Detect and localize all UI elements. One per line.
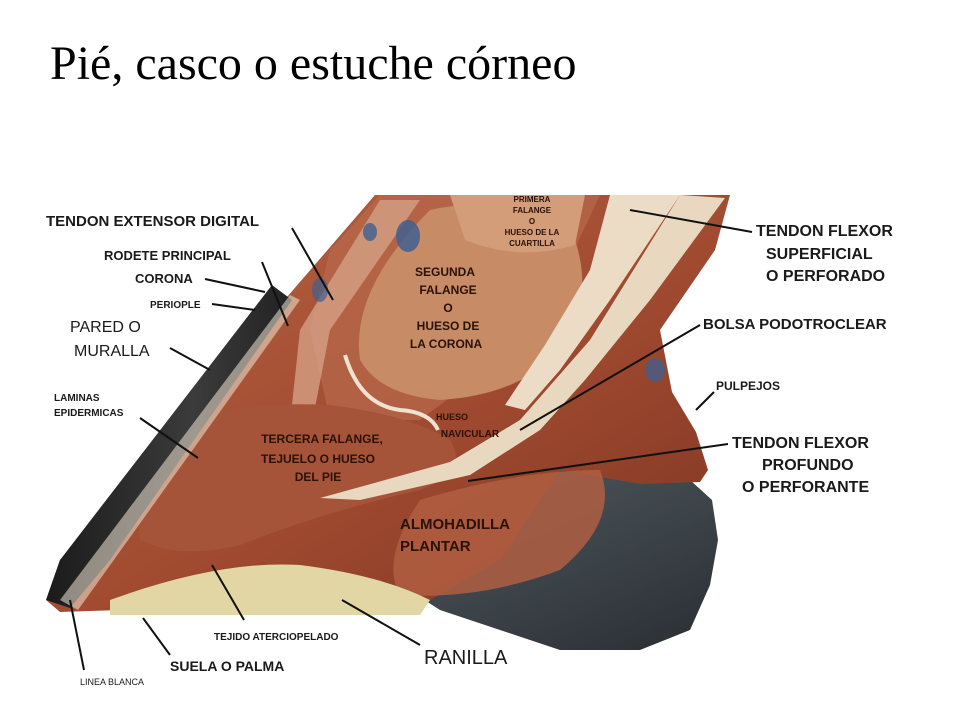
label-tercera-3: DEL PIE: [295, 470, 341, 484]
pointer-ranilla: [341, 599, 421, 646]
label-flexor-prof-1: TENDON FLEXOR: [732, 435, 869, 452]
third-phalanx-shape: [137, 404, 456, 552]
label-pulpejos: PULPEJOS: [716, 379, 780, 393]
deep-flexor-tendon: [320, 195, 725, 500]
label-flexor-sup-1: TENDON FLEXOR: [756, 223, 893, 240]
pointer-linea: [69, 599, 85, 671]
label-almohadilla-2: PLANTAR: [400, 538, 471, 555]
label-ranilla: RANILLA: [424, 647, 508, 669]
stain-spot: [645, 358, 665, 382]
pointer-periople: [211, 303, 256, 311]
label-pared-1: PARED O: [70, 319, 141, 336]
pointer-rodete: [261, 261, 289, 327]
label-rodete: RODETE PRINCIPAL: [104, 248, 231, 263]
outer-labels: TENDON EXTENSOR DIGITAL RODETE PRINCIPAL…: [46, 213, 893, 687]
label-primera-1: PRIMERA: [514, 195, 551, 204]
label-tercera-2: TEJUELO O HUESO: [261, 452, 375, 466]
label-tendon-extensor: TENDON EXTENSOR DIGITAL: [46, 213, 259, 230]
sole-strip: [110, 564, 430, 615]
label-laminas-2: EPIDERMICAS: [54, 408, 124, 419]
pointer-corona: [204, 278, 266, 293]
inner-labels: PRIMERA FALANGE O HUESO DE LA CUARTILLA …: [261, 195, 560, 555]
white-line-shape: [60, 295, 300, 610]
label-segunda-2: FALANGE: [419, 283, 476, 297]
label-segunda-5: LA CORONA: [410, 337, 483, 351]
stain-spot: [363, 223, 377, 241]
stain-spot: [312, 278, 328, 302]
specimen-drawing: [46, 195, 730, 650]
superficial-flexor-tendon: [505, 195, 680, 410]
second-phalanx-shape: [358, 204, 583, 400]
pointer-flexor-profundo: [467, 443, 729, 482]
pointer-tendon-extensor: [291, 227, 334, 301]
label-linea: LINEA BLANCA: [80, 677, 144, 687]
label-navicular-1: HUESO: [436, 412, 468, 422]
label-periople: PERIOPLE: [150, 300, 201, 311]
stain-spot: [396, 220, 420, 252]
slide-title: Pié, casco o estuche córneo: [50, 37, 577, 90]
label-flexor-sup-3: O PERFORADO: [766, 268, 885, 285]
pointer-lines: [69, 209, 753, 671]
label-almohadilla-1: ALMOHADILLA: [400, 516, 510, 533]
hoof-wall-shape: [46, 285, 292, 608]
label-navicular-2: NAVICULAR: [441, 429, 500, 440]
pointer-flexor-superficial: [629, 209, 753, 233]
label-segunda-1: SEGUNDA: [415, 265, 475, 279]
label-tejido: TEJIDO ATERCIOPELADO: [214, 632, 339, 643]
label-suela: SUELA O PALMA: [170, 658, 284, 674]
label-corona: CORONA: [135, 271, 193, 286]
digital-cushion: [393, 470, 605, 596]
label-segunda-4: HUESO DE: [417, 319, 480, 333]
label-bolsa: BOLSA PODOTROCLEAR: [703, 316, 887, 333]
label-primera-4: HUESO DE LA: [505, 228, 560, 237]
label-primera-2: FALANGE: [513, 206, 552, 215]
label-primera-3: O: [529, 217, 535, 226]
label-flexor-prof-2: PROFUNDO: [762, 457, 854, 474]
joint-line: [343, 354, 440, 431]
pointer-suela: [142, 617, 171, 656]
label-flexor-prof-3: O PERFORANTE: [742, 479, 869, 496]
pointer-pulpejos: [695, 391, 715, 411]
pointer-pared: [169, 347, 211, 371]
pointer-bolsa: [519, 324, 701, 431]
label-segunda-3: O: [443, 301, 452, 315]
pointer-tejido: [211, 564, 245, 621]
pointer-laminas: [139, 417, 199, 459]
label-pared-2: MURALLA: [74, 343, 150, 360]
first-phalanx-shape: [450, 195, 585, 253]
label-flexor-sup-2: SUPERFICIAL: [766, 246, 873, 263]
label-laminas-1: LAMINAS: [54, 393, 100, 404]
label-tercera-1: TERCERA FALANGE,: [261, 432, 383, 446]
label-primera-5: CUARTILLA: [509, 239, 555, 248]
